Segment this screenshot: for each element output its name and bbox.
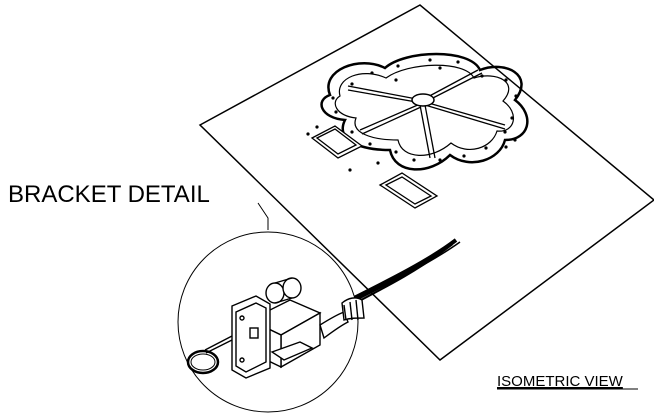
bracket-assembly [186, 277, 365, 379]
anchor-holes [306, 66, 517, 172]
ring-bolt-holes [331, 58, 518, 162]
radial-spokes [347, 69, 506, 159]
base-plate [198, 4, 654, 361]
view-label: ISOMETRIC VIEW [497, 373, 624, 390]
center-hub [411, 93, 435, 107]
callout-leader [257, 202, 269, 230]
callout-label: BRACKET DETAIL [8, 181, 210, 208]
access-hatches [310, 125, 439, 209]
